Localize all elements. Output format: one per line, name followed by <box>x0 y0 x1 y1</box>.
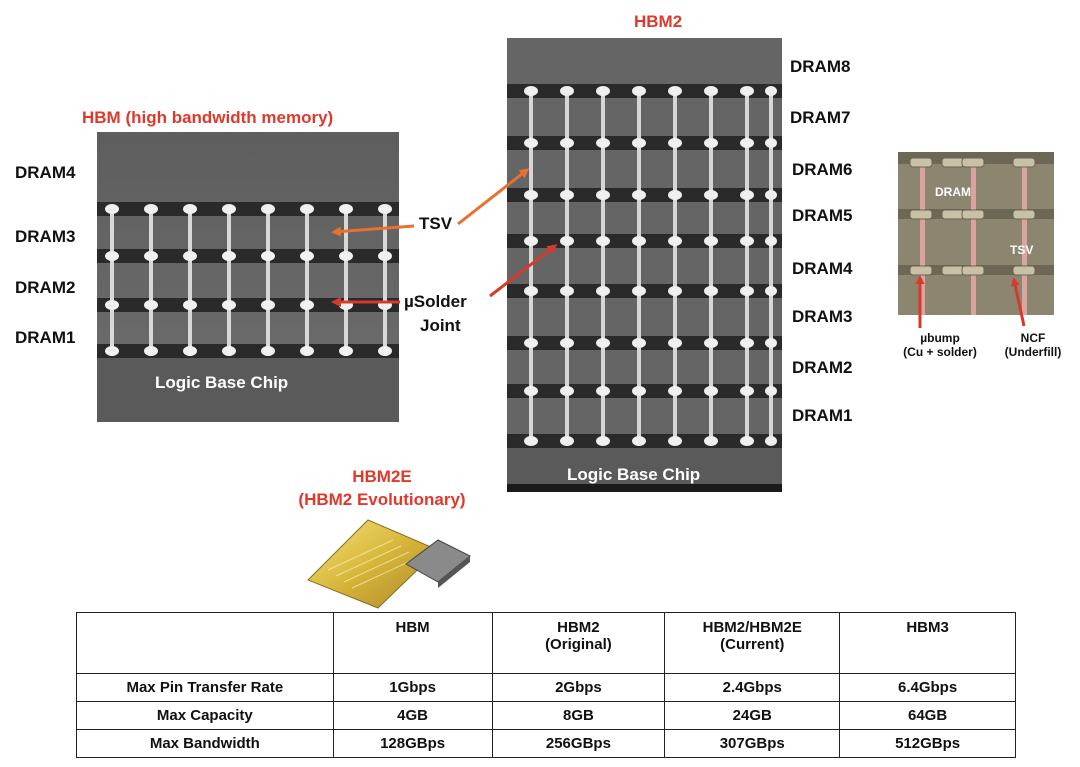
row-label: Max Pin Transfer Rate <box>76 673 334 702</box>
hbm2-layer-label: DRAM8 <box>790 57 851 76</box>
hbm2e-title-line2: (HBM2 Evolutionary) <box>298 490 466 509</box>
table-cell: 4GB <box>332 701 493 730</box>
hbm2-layer-label: DRAM6 <box>792 160 853 179</box>
table-cell: 128GBps <box>332 729 493 758</box>
hbm2-base-label: Logic Base Chip <box>567 465 701 484</box>
table-row: Max Capacity 4GB 8GB 24GB 64GB <box>76 701 1016 730</box>
header-line1: HBM2 <box>557 619 600 636</box>
solder-callout-line1: µSolder <box>404 292 467 311</box>
table-row: Max Bandwidth 128GBps 256GBps 307GBps 51… <box>76 729 1016 758</box>
hbm-layer-label: DRAM1 <box>15 328 76 347</box>
table-cell: 24GB <box>664 701 841 730</box>
hbm-cross-section <box>97 132 399 422</box>
closeup-dram-label: DRAM <box>935 185 971 199</box>
table-header-cell: HBM <box>332 612 493 674</box>
tsv-arrow-right <box>457 168 530 226</box>
row-label: Max Capacity <box>76 701 334 730</box>
hbm2-layer-label: DRAM2 <box>792 358 853 377</box>
table-cell: 2.4Gbps <box>664 673 841 702</box>
hbm2e-title-line1: HBM2E <box>352 467 412 486</box>
solder-callout-line2: Joint <box>420 316 461 335</box>
table-header-cell: HBM2 (Original) <box>491 612 666 674</box>
table-cell: 2Gbps <box>491 673 666 702</box>
table-header-cell: HBM3 <box>839 612 1016 674</box>
table-cell: 1Gbps <box>332 673 493 702</box>
hbm2-layer-label: DRAM4 <box>792 259 853 278</box>
table-header-cell: HBM2/HBM2E (Current) <box>664 612 841 674</box>
ubump-label-line1: µbump <box>920 331 960 345</box>
ncf-label-line2: (Underfill) <box>1004 345 1062 359</box>
solder-arrow-right <box>489 244 558 298</box>
ncf-label-line1: NCF <box>1020 331 1046 345</box>
hbm2e-title: HBM2E (HBM2 Evolutionary) <box>282 465 482 511</box>
table-cell: 6.4Gbps <box>839 673 1016 702</box>
hbm2-title: HBM2 <box>634 12 683 31</box>
ubump-label: µbump (Cu + solder) <box>890 331 990 359</box>
header-line2: (Original) <box>545 636 612 653</box>
table-cell: 64GB <box>839 701 1016 730</box>
hbm2-cross-section <box>507 38 782 492</box>
hbm2-layer-label: DRAM3 <box>792 307 853 326</box>
closeup-micrograph <box>898 152 1054 315</box>
hbm2e-package-image <box>307 519 471 609</box>
header-line2: (Current) <box>720 636 785 653</box>
tsv-callout: TSV <box>419 214 453 233</box>
ncf-label: NCF (Underfill) <box>990 331 1076 359</box>
hbm-layer-label: DRAM4 <box>15 163 76 182</box>
table-cell: 512GBps <box>839 729 1016 758</box>
table-header-cell <box>76 612 334 674</box>
hbm-title: HBM (high bandwidth memory) <box>82 108 334 127</box>
closeup-tsv-label: TSV <box>1010 243 1034 257</box>
ubump-label-line2: (Cu + solder) <box>903 345 977 359</box>
table-header-row: HBM HBM2 (Original) HBM2/HBM2E (Current)… <box>76 612 1016 674</box>
header-line1: HBM2/HBM2E <box>702 619 802 636</box>
hbm-base-label: Logic Base Chip <box>155 373 289 392</box>
table-cell: 8GB <box>491 701 666 730</box>
hbm-spec-table: HBM HBM2 (Original) HBM2/HBM2E (Current)… <box>76 612 1016 758</box>
hbm2-layer-label: DRAM5 <box>792 206 853 225</box>
hbm-layer-label: DRAM3 <box>15 227 76 246</box>
row-label: Max Bandwidth <box>76 729 334 758</box>
hbm-layer-label: DRAM2 <box>15 278 76 297</box>
table-cell: 307GBps <box>664 729 841 758</box>
table-row: Max Pin Transfer Rate 1Gbps 2Gbps 2.4Gbp… <box>76 673 1016 702</box>
header-line1: HBM3 <box>906 619 949 636</box>
hbm2-layer-label: DRAM1 <box>792 406 853 425</box>
header-line1: HBM <box>395 619 430 636</box>
tsv-arrow-left <box>331 224 415 237</box>
table-cell: 256GBps <box>491 729 666 758</box>
hbm2-layer-label: DRAM7 <box>790 108 851 127</box>
